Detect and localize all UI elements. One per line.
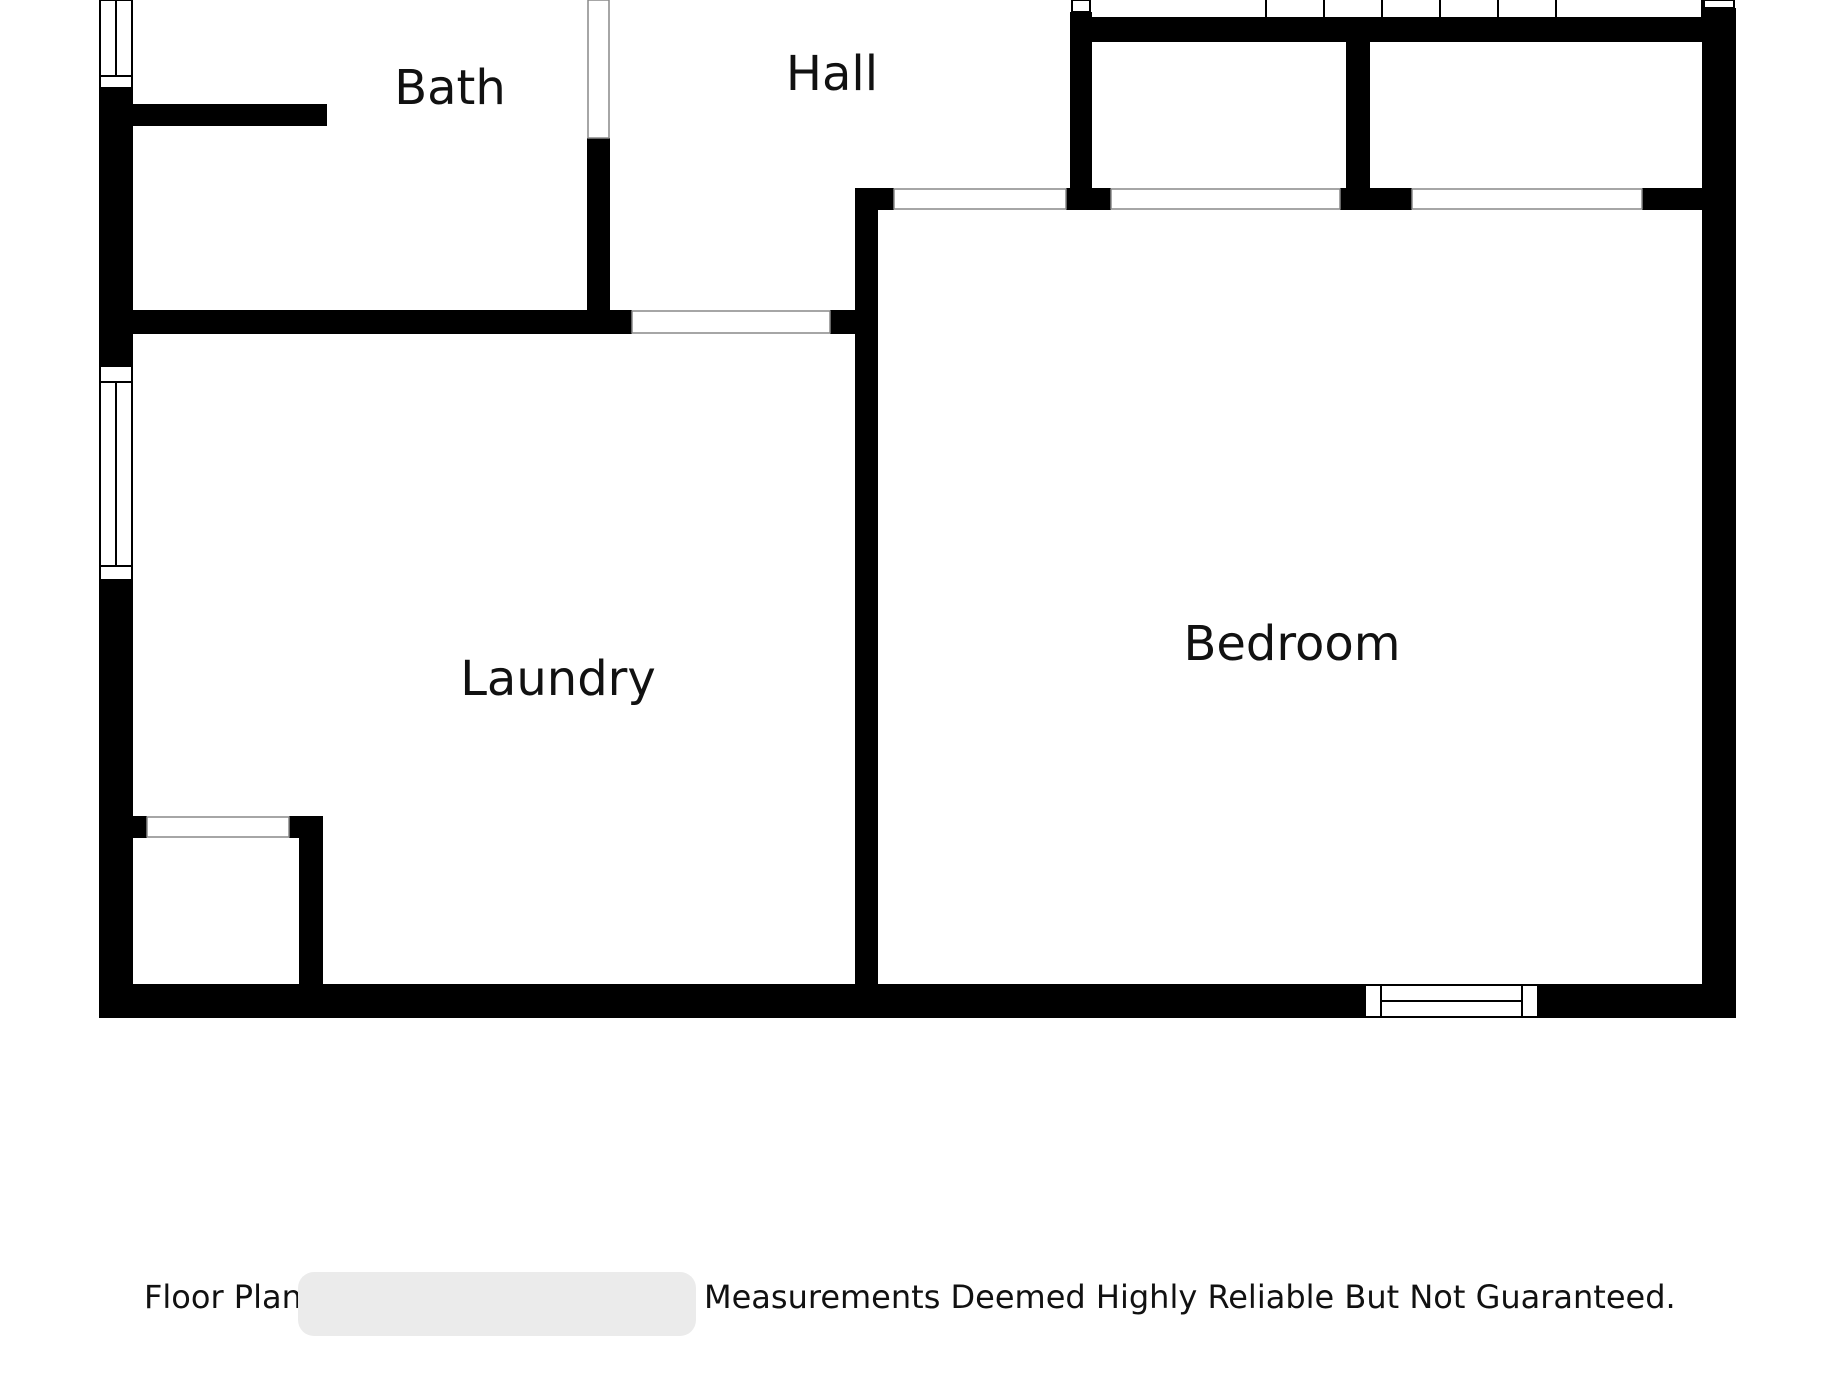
room-label-hall: Hall: [786, 46, 878, 102]
caption-prefix: Floor Plan: [144, 1278, 302, 1316]
wall-bottom-left: [99, 984, 1365, 1018]
caption-disclaimer: Measurements Deemed Highly Reliable But …: [704, 1278, 1676, 1316]
wall-bath-laundry: [99, 310, 632, 334]
floor-plan-caption: Floor Plan Measurements Deemed Highly Re…: [0, 1272, 1848, 1336]
opening-bedroom-top-2: [1110, 188, 1341, 210]
wall-top-closets: [1070, 18, 1736, 42]
windows: [99, 0, 1539, 1018]
wall-left-lower: [99, 580, 133, 1018]
opening-laundry-hall: [631, 310, 831, 334]
wall-closet-side: [299, 816, 323, 1018]
wall-bedroom-top-1: [855, 188, 894, 210]
walls: [99, 8, 1736, 1018]
door-openings: [146, 0, 1643, 838]
wall-closet-top-left: [133, 816, 147, 838]
room-label-laundry: Laundry: [460, 651, 656, 707]
wall-bedroom-top-3: [1340, 188, 1412, 210]
wall-bedroom-top-2: [1066, 188, 1111, 210]
opening-bedroom-top-1: [893, 188, 1067, 210]
opening-bath-hall: [587, 0, 610, 139]
wall-bath-stub: [133, 104, 327, 126]
opening-laundry-closet: [146, 816, 290, 838]
stairs: [1071, 0, 1735, 19]
opening-bedroom-top-3: [1411, 188, 1643, 210]
wall-closet-divider: [1346, 30, 1370, 210]
wall-bath-hall: [587, 138, 610, 334]
wall-laundry-bedroom: [855, 188, 878, 1018]
wall-bedroom-top-4: [1642, 188, 1736, 210]
wall-closet-left: [1070, 12, 1092, 210]
redacted-text: [298, 1272, 696, 1336]
room-label-bath: Bath: [394, 60, 506, 116]
room-label-bedroom: Bedroom: [1183, 616, 1400, 672]
wall-right: [1702, 8, 1736, 1018]
